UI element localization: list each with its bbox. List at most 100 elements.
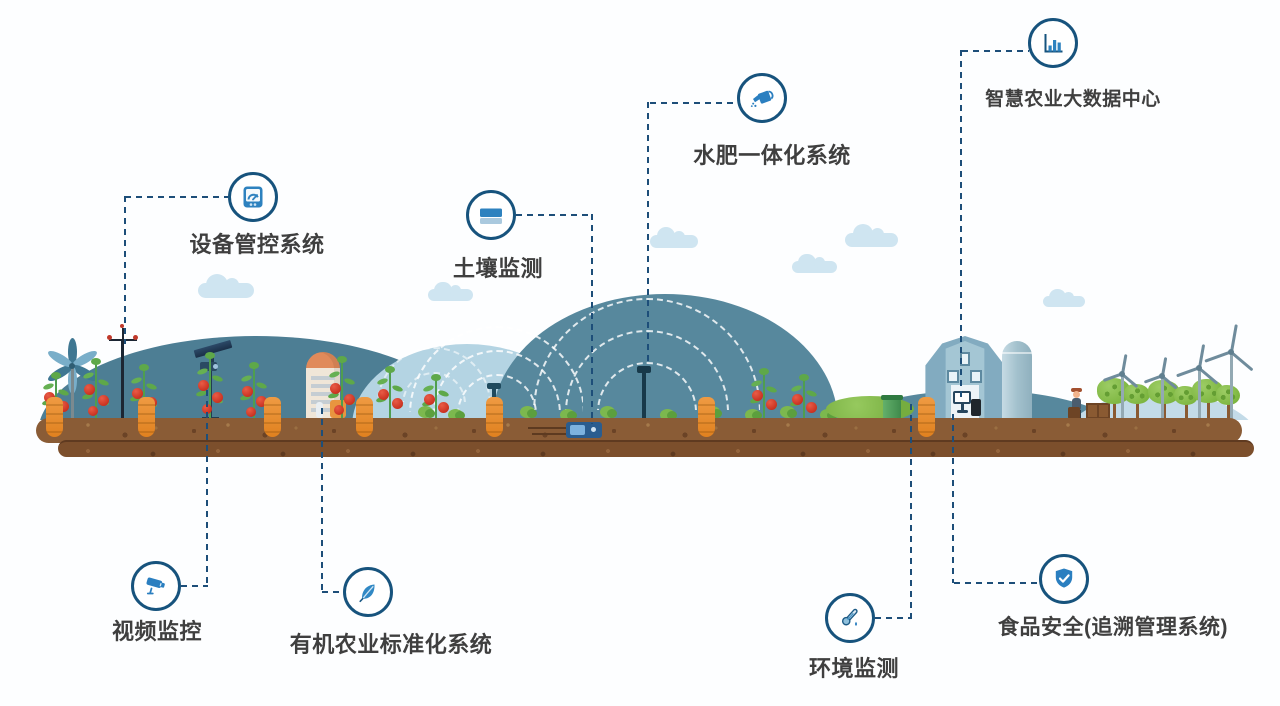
watering-can-icon (750, 90, 774, 107)
connector-segment (962, 50, 1029, 52)
tower-worker (316, 402, 323, 418)
tomato (212, 392, 223, 404)
cloud (1043, 289, 1085, 308)
plant-top (431, 374, 441, 381)
barn-monitor-screen (953, 391, 971, 404)
compost-bin (883, 397, 901, 421)
connector-segment (591, 214, 593, 424)
connector-segment (124, 196, 126, 344)
device-control-node (228, 172, 278, 222)
plant-top (759, 368, 769, 375)
organic-standard-node (343, 567, 393, 617)
anemometer-cup (107, 335, 112, 340)
tomato (392, 398, 403, 410)
farmer-hat (1071, 388, 1082, 392)
tomato (132, 387, 143, 399)
tomato (330, 382, 341, 394)
crate-slat (1097, 405, 1099, 417)
anemometer-cup (133, 335, 138, 340)
barn-window (947, 370, 959, 383)
sprinkler-head (637, 366, 651, 373)
turbine-hub (1228, 349, 1234, 355)
leaf-icon (359, 584, 375, 603)
tomato (58, 400, 69, 412)
weather-station-antenna (121, 328, 124, 339)
grass-tuft (712, 409, 722, 418)
cloud-bump (852, 224, 874, 246)
turbine-hub (1119, 371, 1125, 377)
carrot (264, 397, 281, 437)
barn-monitor-stand (961, 404, 964, 410)
sprinkler-pole (642, 372, 646, 420)
panel-mount (211, 354, 214, 366)
sensor-screen (570, 425, 585, 435)
tomato (334, 405, 344, 416)
plant-stem (435, 376, 437, 420)
tomato (424, 393, 435, 405)
food-safety-node (1039, 554, 1089, 604)
connector-segment (952, 414, 954, 583)
carrot (918, 397, 935, 437)
carrot (356, 397, 373, 437)
environment-monitoring-node (825, 593, 875, 643)
big-data-center-label: 智慧农业大数据中心 (985, 89, 1161, 110)
water-fertilizer-node (737, 73, 787, 123)
tree-trunk (1162, 398, 1166, 421)
soil-layer-top (36, 418, 1242, 443)
soil-monitoring-label: 土壤监测 (452, 256, 544, 281)
tree-canopy (1216, 385, 1240, 405)
carrot (138, 397, 155, 437)
plant-top (139, 364, 149, 371)
soil-monitoring-node (466, 190, 516, 240)
organic-standard-label: 有机农业标准化系统 (289, 632, 493, 657)
tomato-plant (421, 374, 450, 420)
tomato-plant (239, 362, 268, 420)
pinwheel-blade (67, 338, 77, 366)
carrot (698, 397, 715, 437)
cloud-bump (1063, 292, 1074, 303)
tomato (806, 401, 817, 413)
connector-segment (321, 408, 323, 592)
barn-monitor-base (957, 410, 968, 413)
plant-top (337, 356, 347, 363)
tomato (792, 393, 803, 405)
connector-segment (954, 582, 1039, 584)
device-control-label: 设备管控系统 (189, 232, 325, 257)
grass-tuft (455, 411, 465, 420)
tree-trunk (1135, 398, 1139, 421)
connector-segment (647, 102, 649, 366)
tomato (98, 394, 109, 406)
tree-trunk (1206, 397, 1210, 421)
cloud (792, 253, 837, 273)
shield-check-icon (1055, 568, 1073, 588)
cloud-bump (813, 257, 825, 269)
soil-sensor (566, 422, 602, 438)
plant-stem (803, 376, 805, 420)
cloud-bump (434, 281, 452, 300)
grass-tuft (607, 409, 617, 418)
tomato (246, 406, 256, 417)
cloud-bump (1049, 289, 1066, 306)
grass-tuft (752, 411, 762, 420)
drip-line (528, 427, 566, 429)
plant-top (385, 366, 395, 373)
barn-server-box (971, 399, 981, 416)
connector-segment (960, 50, 962, 402)
plant-top (205, 352, 215, 359)
tomato (256, 396, 267, 408)
connector-segment (516, 214, 592, 216)
grass-tuft (527, 409, 537, 418)
grass-tuft (567, 411, 577, 420)
cloud-bump (798, 253, 816, 272)
pinwheel-pole (70, 366, 74, 420)
plant-stem (389, 368, 391, 420)
pinwheel-hub (69, 363, 75, 369)
plant-stem (763, 370, 765, 420)
farmer-head (1073, 391, 1080, 398)
gauge-device-icon (243, 186, 263, 208)
turbine-pole (1230, 352, 1233, 421)
cctv-camera-unit (200, 362, 217, 371)
cloud (845, 224, 899, 248)
